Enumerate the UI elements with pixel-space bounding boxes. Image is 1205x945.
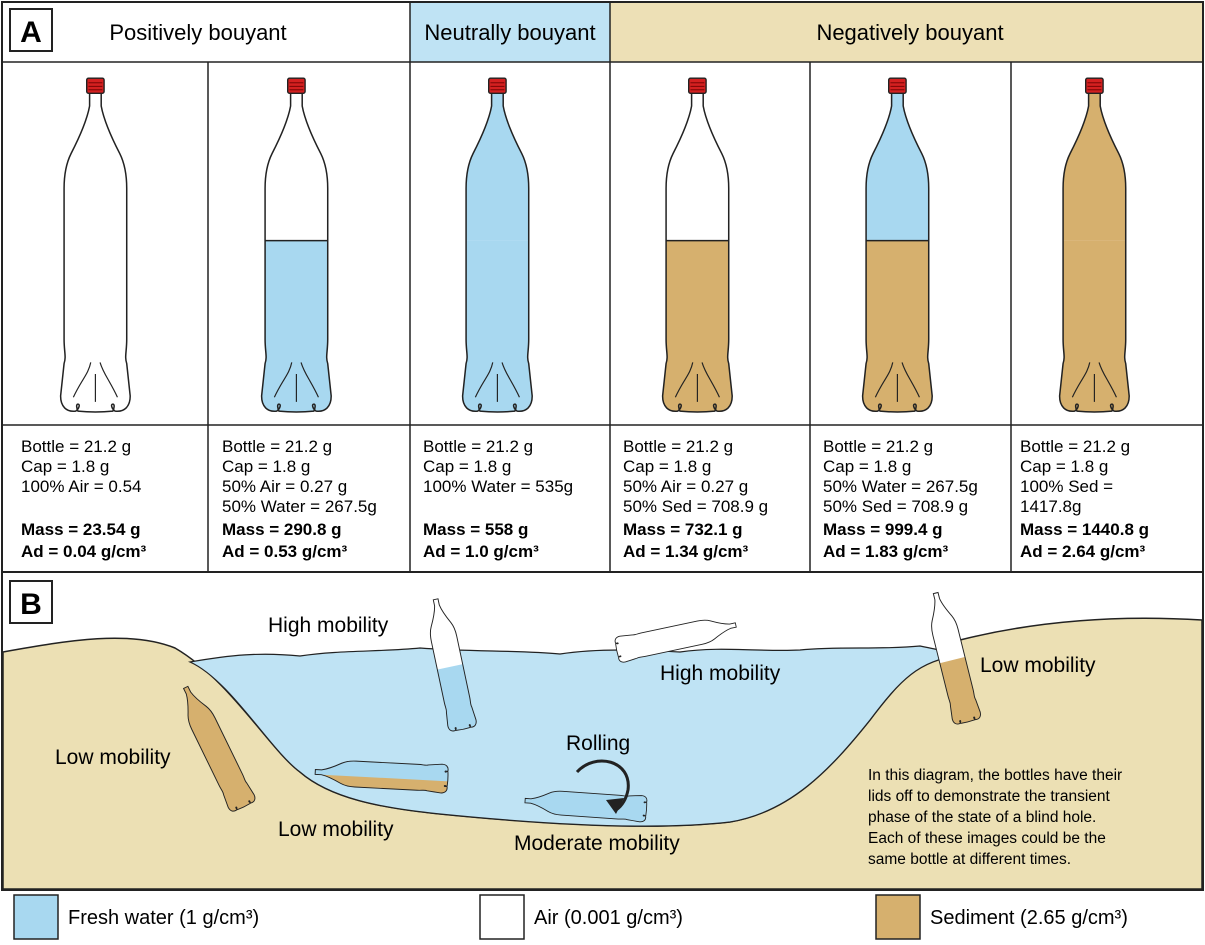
bottle-mass: Mass = 1440.8 g bbox=[1020, 520, 1149, 539]
bottle-component-line: 50% Air = 0.27 g bbox=[623, 477, 748, 496]
bottle bbox=[457, 78, 538, 432]
bottle-cap bbox=[489, 78, 506, 93]
bottle bbox=[256, 78, 337, 432]
label-high-mobility-right: High mobility bbox=[660, 662, 781, 685]
label-high-mobility-left: High mobility bbox=[268, 614, 389, 637]
bottle-component-line: Bottle = 21.2 g bbox=[823, 437, 933, 456]
bottle-mass: Mass = 558 g bbox=[423, 520, 528, 539]
legend-sediment-label: Sediment (2.65 g/cm³) bbox=[930, 907, 1128, 929]
bottle-component-line: Bottle = 21.2 g bbox=[21, 437, 131, 456]
bottle-component-line: Cap = 1.8 g bbox=[21, 457, 109, 476]
bottle-apparent-density: Ad = 0.53 g/cm³ bbox=[222, 542, 348, 561]
note-line: lids off to demonstrate the transient bbox=[868, 788, 1111, 805]
panel-b: B High mobility High mobility Low mobili… bbox=[2, 572, 1203, 890]
legend: Fresh water (1 g/cm³) Air (0.001 g/cm³) … bbox=[14, 895, 1128, 939]
bottle-component-line: 1417.8g bbox=[1020, 497, 1081, 516]
legend-water-swatch bbox=[14, 895, 58, 939]
header-positive: Positively bouyant bbox=[109, 20, 286, 45]
bottle-component-line: 50% Sed = 708.9 g bbox=[823, 497, 968, 516]
label-low-mobility-left: Low mobility bbox=[55, 746, 171, 769]
note-line: same bottle at different times. bbox=[868, 851, 1071, 868]
legend-sediment-swatch bbox=[876, 895, 920, 939]
bottle-component-line: 50% Water = 267.5g bbox=[823, 477, 978, 496]
bottle bbox=[857, 78, 938, 432]
bottle-mass: Mass = 23.54 g bbox=[21, 520, 141, 539]
bottle-cap bbox=[1086, 78, 1103, 93]
bottle bbox=[657, 78, 738, 432]
header-negative: Negatively bouyant bbox=[816, 20, 1003, 45]
bottle-component-line: 50% Water = 267.5g bbox=[222, 497, 377, 516]
bottle-apparent-density: Ad = 1.0 g/cm³ bbox=[423, 542, 539, 561]
label-rolling: Rolling bbox=[566, 732, 630, 755]
bottle-cap bbox=[689, 78, 706, 93]
label-low-mobility-bottom: Low mobility bbox=[278, 818, 394, 841]
bottle-cap bbox=[288, 78, 305, 93]
bottle-component-line: Cap = 1.8 g bbox=[423, 457, 511, 476]
panel-b-label: B bbox=[20, 588, 42, 621]
note-line: In this diagram, the bottles have their bbox=[868, 767, 1122, 784]
bottle-apparent-density: Ad = 1.34 g/cm³ bbox=[623, 542, 749, 561]
label-low-mobility-right: Low mobility bbox=[980, 654, 1096, 677]
bottle-cap bbox=[87, 78, 104, 93]
bottle-component-line: 50% Sed = 708.9 g bbox=[623, 497, 768, 516]
bottle-component-line: 50% Air = 0.27 g bbox=[222, 477, 347, 496]
legend-air-label: Air (0.001 g/cm³) bbox=[534, 907, 683, 929]
bottle-mass: Mass = 290.8 g bbox=[222, 520, 342, 539]
bottle-component-line: Cap = 1.8 g bbox=[823, 457, 911, 476]
legend-air-swatch bbox=[480, 895, 524, 939]
bottle-component-line: Bottle = 21.2 g bbox=[623, 437, 733, 456]
note-line: phase of the state of a blind hole. bbox=[868, 809, 1096, 826]
bottle-component-line: 100% Sed = bbox=[1020, 477, 1113, 496]
bottle-mass: Mass = 732.1 g bbox=[623, 520, 743, 539]
bottle-component-line: Bottle = 21.2 g bbox=[423, 437, 533, 456]
bottle bbox=[61, 78, 131, 412]
bottle-apparent-density: Ad = 1.83 g/cm³ bbox=[823, 542, 949, 561]
bottle bbox=[1054, 78, 1135, 432]
bottle-component-line: Cap = 1.8 g bbox=[222, 457, 310, 476]
bottle-mass: Mass = 999.4 g bbox=[823, 520, 943, 539]
header-neutral: Neutrally bouyant bbox=[424, 20, 595, 45]
legend-water-label: Fresh water (1 g/cm³) bbox=[68, 907, 259, 929]
label-moderate-mobility: Moderate mobility bbox=[514, 832, 680, 855]
bottle-component-line: Cap = 1.8 g bbox=[623, 457, 711, 476]
note-line: Each of these images could be the bbox=[868, 830, 1106, 847]
bottle-component-line: 100% Air = 0.54 bbox=[21, 477, 142, 496]
bottle-apparent-density: Ad = 2.64 g/cm³ bbox=[1020, 542, 1146, 561]
bottle-cap bbox=[889, 78, 906, 93]
bottle-component-line: Cap = 1.8 g bbox=[1020, 457, 1108, 476]
panel-a-label: A bbox=[20, 16, 42, 49]
bottle-component-line: 100% Water = 535g bbox=[423, 477, 573, 496]
panel-a: A Positively bouyant Neutrally bouyant N… bbox=[2, 2, 1203, 572]
bottle-component-line: Bottle = 21.2 g bbox=[1020, 437, 1130, 456]
bottle-component-line: Bottle = 21.2 g bbox=[222, 437, 332, 456]
bottle-apparent-density: Ad = 0.04 g/cm³ bbox=[21, 542, 147, 561]
